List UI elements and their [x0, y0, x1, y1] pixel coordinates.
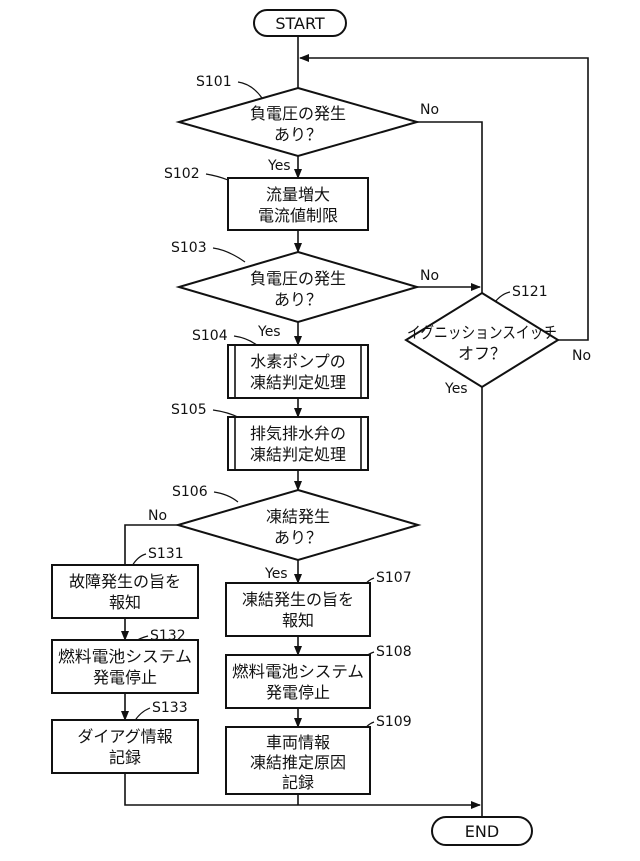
process-s107-line2: 報知	[282, 611, 314, 630]
branch-yes-s121: Yes	[444, 381, 468, 397]
process-s109-line2: 凍結推定原因	[250, 753, 346, 772]
branch-yes-s103: Yes	[257, 324, 281, 340]
process-s109-line3: 記録	[282, 773, 314, 792]
step-label-s132: S132	[150, 628, 186, 644]
process-s132-line2: 発電停止	[93, 668, 157, 687]
leader-s101	[237, 81, 263, 99]
process-s107: 凍結発生の旨を 報知	[225, 582, 371, 637]
step-label-s108: S108	[376, 644, 412, 660]
decision-s101-line1: 負電圧の発生	[250, 104, 346, 123]
step-label-s102: S102	[164, 166, 200, 182]
step-label-s105: S105	[171, 402, 207, 418]
step-label-s104: S104	[192, 328, 228, 344]
step-label-s109: S109	[376, 714, 412, 730]
branch-labels: No Yes No Yes No Yes Yes No	[148, 102, 591, 582]
step-label-s101: S101	[196, 74, 232, 90]
process-s133-line2: 記録	[109, 748, 141, 767]
connector-s133-merge	[124, 773, 481, 809]
process-s132: 燃料電池システム 発電停止	[51, 639, 199, 694]
process-s131-line2: 報知	[109, 593, 141, 612]
step-label-s131: S131	[148, 546, 184, 562]
branch-no-s101: No	[420, 102, 439, 118]
step-labels: S101 S102 S103 S104 S105 S106 S107 S108 …	[148, 74, 548, 730]
decision-s121-line1: イグニッションスイッチ	[407, 323, 557, 342]
decision-s103: 負電圧の発生 あり？	[175, 250, 421, 324]
connector-s106-no	[124, 524, 180, 565]
decision-s101: 負電圧の発生 あり？	[175, 86, 421, 158]
process-s132-line1: 燃料電池システム	[58, 647, 192, 666]
process-s105: 排気排水弁の 凍結判定処理	[227, 416, 369, 471]
step-label-s133: S133	[152, 700, 188, 716]
end-terminal: END	[431, 816, 533, 846]
leader-s102	[205, 173, 229, 181]
process-s133-line1: ダイアグ情報	[77, 727, 172, 746]
branch-no-s121: No	[572, 348, 591, 364]
decision-s121-line2: オフ？	[458, 344, 506, 363]
process-s108: 燃料電池システム 発電停止	[225, 654, 371, 709]
leader-s106	[213, 491, 239, 503]
step-label-s107: S107	[376, 570, 412, 586]
process-s108-line1: 燃料電池システム	[232, 662, 364, 681]
decision-s106-line2: あり？	[274, 528, 322, 547]
process-s109-line1: 車両情報	[266, 733, 330, 752]
process-s104: 水素ポンプの 凍結判定処理	[227, 344, 369, 399]
connector-s101-no	[417, 121, 483, 293]
decision-s101-line2: あり？	[274, 125, 322, 144]
branch-yes-s101: Yes	[267, 158, 291, 174]
process-s102-line1: 流量増大	[266, 185, 330, 204]
process-s105-line2: 凍結判定処理	[250, 445, 346, 464]
start-terminal: START	[253, 9, 347, 37]
process-s105-line1: 排気排水弁の	[250, 424, 346, 443]
decision-s106: 凍結発生 あり？	[174, 488, 422, 562]
connectors	[121, 36, 589, 817]
leader-s103	[212, 247, 246, 263]
step-label-s106: S106	[172, 484, 208, 500]
process-s108-line2: 発電停止	[266, 683, 330, 702]
connector-loop-back	[299, 54, 589, 341]
process-s131: 故障発生の旨を 報知	[51, 564, 199, 619]
branch-yes-s106: Yes	[264, 566, 288, 582]
decision-s121: イグニッションスイッチ オフ？	[404, 291, 560, 389]
process-s133: ダイアグ情報 記録	[51, 719, 199, 774]
branch-no-s106: No	[148, 508, 167, 524]
decision-s106-line1: 凍結発生	[266, 507, 330, 526]
process-s102: 流量増大 電流値制限	[227, 177, 369, 231]
decision-s103-line2: あり？	[274, 290, 322, 309]
process-s102-line2: 電流値制限	[258, 206, 338, 225]
decision-s103-line1: 負電圧の発生	[250, 269, 346, 288]
process-s131-line1: 故障発生の旨を	[69, 572, 181, 591]
step-label-s121: S121	[512, 284, 548, 300]
process-s109: 車両情報 凍結推定原因 記録	[225, 726, 371, 795]
start-label: START	[275, 14, 325, 33]
process-s107-line1: 凍結発生の旨を	[242, 590, 354, 609]
step-label-s103: S103	[171, 240, 207, 256]
branch-no-s103: No	[420, 268, 439, 284]
end-label: END	[465, 822, 499, 841]
process-s104-line1: 水素ポンプの	[250, 352, 346, 371]
process-s104-line2: 凍結判定処理	[250, 373, 346, 392]
